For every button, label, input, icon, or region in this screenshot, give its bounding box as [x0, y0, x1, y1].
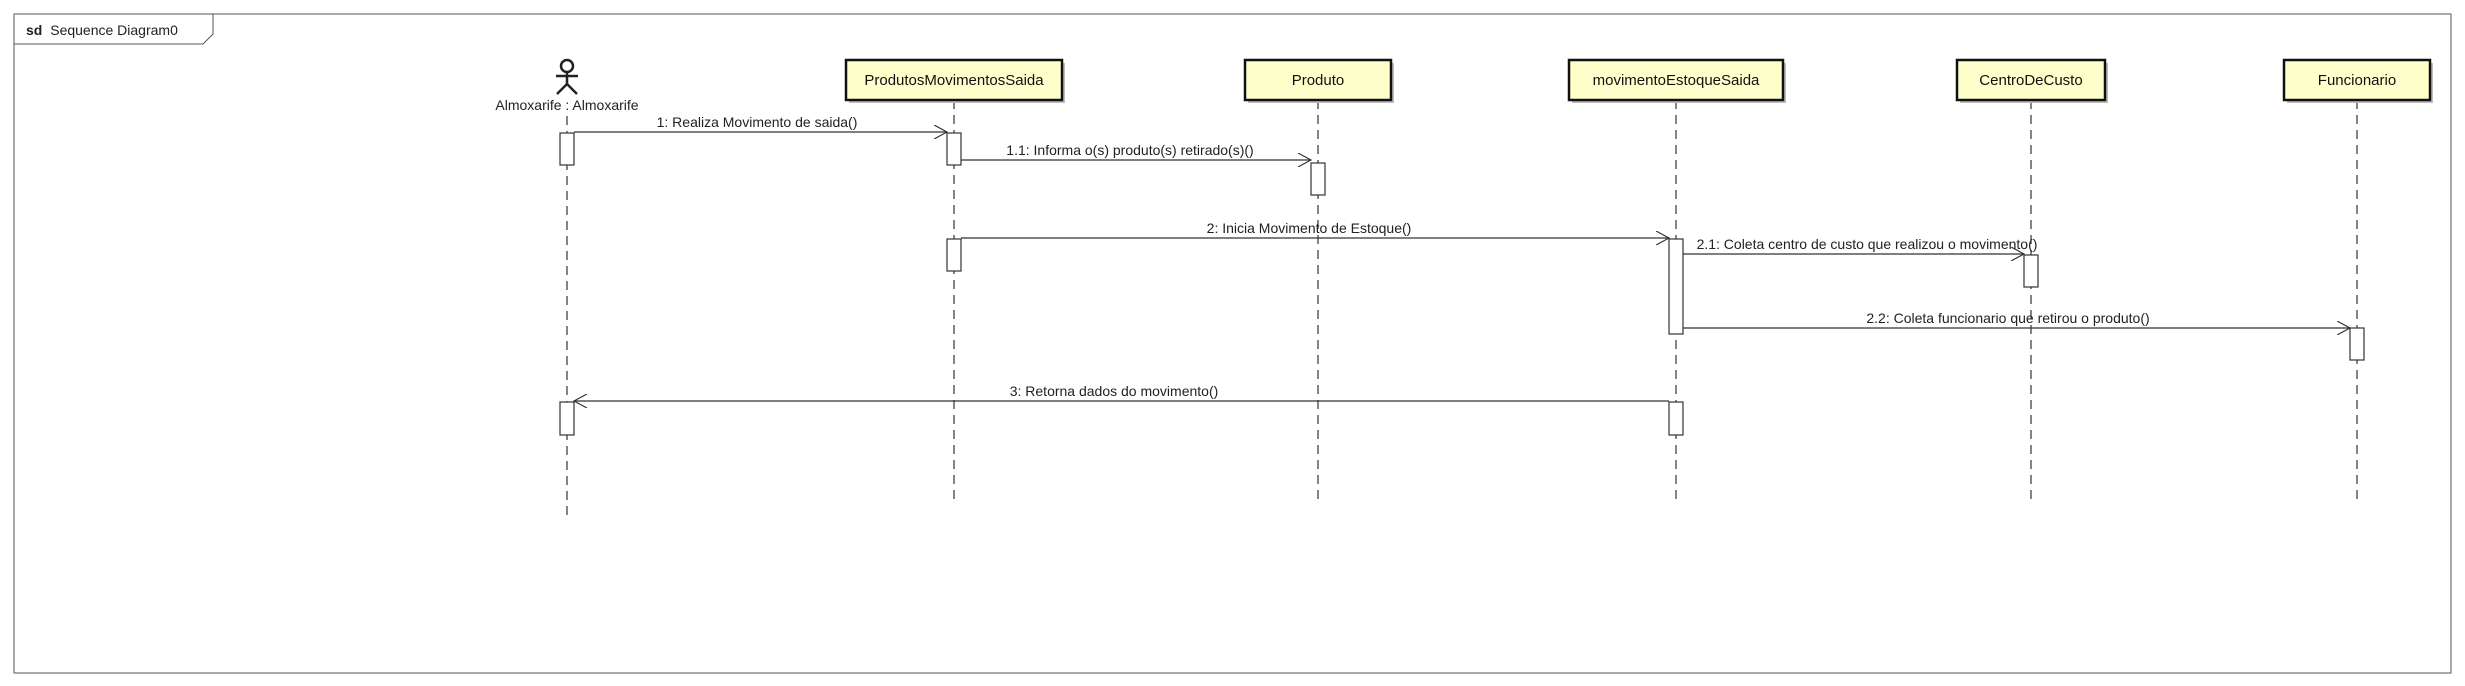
participant-produtosmovimentossaida-label: ProdutosMovimentosSaida — [864, 72, 1044, 89]
message-3[interactable]: 3: Retorna dados do movimento() — [574, 383, 1669, 401]
participant-centrodecusto-box — [1955, 58, 2107, 102]
message-1-label: 1: Realiza Movimento de saida() — [657, 114, 858, 130]
activation-produtosmovimentossaida-2 — [946, 238, 962, 272]
message-2-1[interactable]: 2.1: Coleta centro de custo que realizou… — [1683, 236, 2037, 254]
message-2-2[interactable]: 2.2: Coleta funcionario que retirou o pr… — [1683, 310, 2350, 328]
activation-movimentoestoquesaida-2 — [1668, 401, 1684, 436]
activation-movimentoestoquesaida-1 — [1668, 238, 1684, 335]
participant-movimentoestoquesaida[interactable]: movimentoEstoqueSaida — [1567, 58, 1786, 103]
message-2-1-label: 2.1: Coleta centro de custo que realizou… — [1697, 236, 2038, 252]
stick-figure-icon — [556, 58, 578, 95]
message-2[interactable]: 2: Inicia Movimento de Estoque() — [961, 220, 1669, 238]
activation-centrodecusto-1 — [2023, 254, 2039, 288]
participant-produto-label: Produto — [1292, 72, 1345, 89]
activation-almoxarife-1 — [559, 132, 575, 166]
activation-almoxarife-2 — [559, 401, 575, 436]
message-1[interactable]: 1: Realiza Movimento de saida() — [574, 114, 947, 132]
activation-produtosmovimentossaida-1 — [946, 132, 962, 166]
participant-centrodecusto[interactable]: CentroDeCusto — [1955, 58, 2108, 103]
message-2-2-label: 2.2: Coleta funcionario que retirou o pr… — [1866, 310, 2149, 326]
frame-keyword: sd — [26, 22, 42, 38]
activation-bars — [559, 132, 2365, 436]
frame-label: sd Sequence Diagram0 — [26, 22, 178, 38]
messages: 1: Realiza Movimento de saida() 1.1: Info… — [574, 114, 2350, 401]
participant-funcionario[interactable]: Funcionario — [2282, 58, 2433, 103]
participant-movimentoestoquesaida-box — [1567, 58, 1785, 102]
participant-movimentoestoquesaida-label: movimentoEstoqueSaida — [1593, 72, 1760, 89]
activation-produto-1 — [1310, 162, 1326, 196]
message-1-1[interactable]: 1.1: Informa o(s) produto(s) retirado(s)… — [961, 142, 1311, 160]
actor-label: Almoxarife : Almoxarife — [495, 97, 638, 113]
message-1-1-label: 1.1: Informa o(s) produto(s) retirado(s)… — [1006, 142, 1253, 158]
frame-label-tab — [14, 14, 214, 45]
participant-produtosmovimentossaida[interactable]: ProdutosMovimentosSaida — [844, 58, 1065, 103]
participants: ProdutosMovimentosSaida Produto movimentoE… — [844, 58, 2433, 103]
activation-funcionario-1 — [2349, 327, 2365, 361]
participant-funcionario-box — [2282, 58, 2432, 102]
actor-almoxarife[interactable]: Almoxarife : Almoxarife — [495, 58, 639, 113]
participant-produto[interactable]: Produto — [1243, 58, 1394, 103]
participant-produto-box — [1243, 58, 1393, 102]
diagram-frame — [13, 13, 2452, 674]
participant-produtosmovimentossaida-box — [844, 58, 1064, 102]
participant-funcionario-label: Funcionario — [2318, 72, 2396, 89]
participant-centrodecusto-label: CentroDeCusto — [1979, 72, 2082, 89]
message-3-label: 3: Retorna dados do movimento() — [1010, 383, 1219, 399]
message-2-label: 2: Inicia Movimento de Estoque() — [1207, 220, 1412, 236]
frame-name: Sequence Diagram0 — [50, 22, 178, 38]
